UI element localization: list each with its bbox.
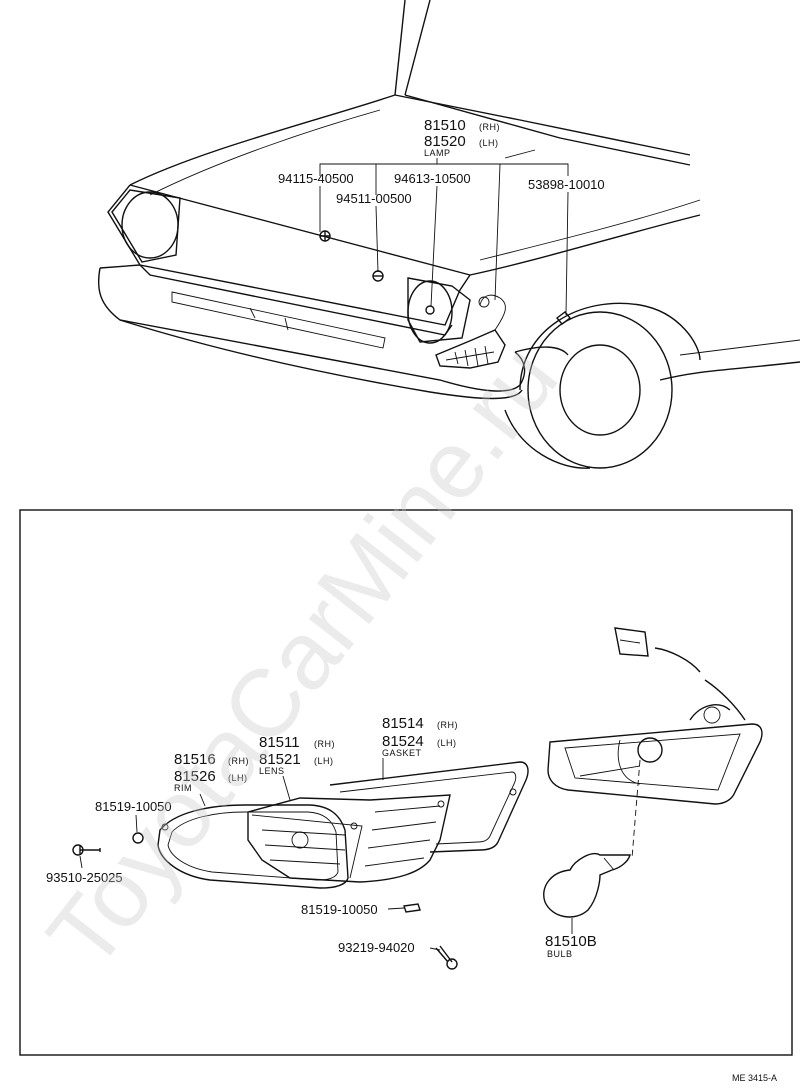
rim-rh-part-number: 81516: [174, 751, 216, 768]
figure-code: ME 3415-A: [732, 1073, 777, 1083]
nut-top-part-number: 81519-10050: [95, 799, 172, 814]
rim-lh-part-number: 81526: [174, 768, 216, 785]
lamp-lh-part-number: 81520: [424, 133, 466, 150]
rim-label: RIM: [174, 783, 192, 793]
part-94115-label: 94115-40500: [278, 171, 354, 186]
lens-lh-side: (LH): [314, 756, 334, 766]
gasket-rh-side: (RH): [437, 720, 458, 730]
lens-label: LENS: [259, 766, 285, 776]
gasket-label: GASKET: [382, 748, 422, 758]
lamp-label: LAMP: [424, 148, 451, 158]
exploded-view-frame: [19, 509, 793, 1056]
part-94613-label: 94613-10500: [394, 171, 471, 186]
lamp-rh-part-number: 81510: [424, 117, 466, 134]
gasket-lh-side: (LH): [437, 738, 457, 748]
upper-labels: 81510 (RH) 81520 (LH) LAMP 94115-40500 9…: [278, 117, 605, 206]
bulb-part-number: 81510B: [545, 933, 597, 950]
upper-leader-lines: [319, 149, 569, 316]
lens-rh-side: (RH): [314, 739, 335, 749]
nut-bottom-part-number: 81519-10050: [301, 902, 378, 917]
lens-rh-part-number: 81511: [259, 734, 300, 751]
lens-lh-part-number: 81521: [259, 751, 301, 768]
lamp-lh-side: (LH): [479, 138, 499, 148]
screw-left-part-number: 93510-25025: [46, 870, 123, 885]
gasket-lh-part-number: 81524: [382, 733, 424, 750]
part-94511-label: 94511-00500: [336, 191, 412, 206]
rim-rh-side: (RH): [228, 756, 249, 766]
car-front-illustration: [97, 0, 800, 469]
rim-lh-side: (LH): [228, 773, 248, 783]
lower-leader-lines: [79, 758, 573, 951]
exploded-lamp-illustration: [72, 627, 763, 970]
bulb-label: BULB: [547, 949, 573, 959]
lower-labels: 81514 (RH) 81524 (LH) GASKET 81511 (RH) …: [46, 715, 597, 959]
watermark: ToyotaCarMine.ru: [27, 325, 578, 988]
lamp-rh-side: (RH): [479, 122, 500, 132]
screw-bottom-part-number: 93219-94020: [338, 940, 415, 955]
gasket-rh-part-number: 81514: [382, 715, 424, 732]
part-53898-label: 53898-10010: [528, 177, 605, 192]
